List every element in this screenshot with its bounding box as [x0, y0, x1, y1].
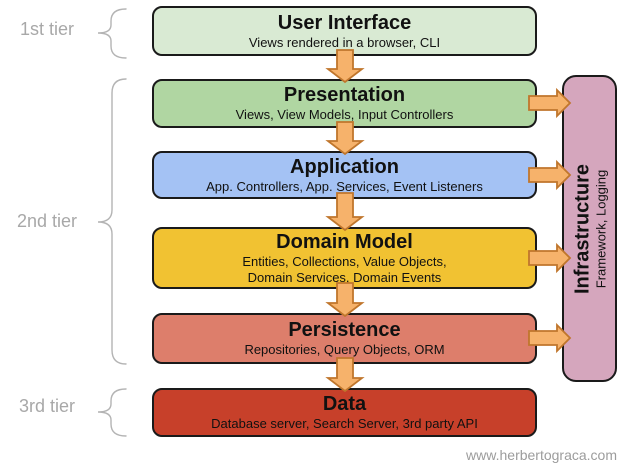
layer-box-persistence: Persistence Repositories, Query Objects,…	[152, 313, 537, 364]
layer-title: Domain Model	[276, 230, 413, 253]
layer-title: Application	[290, 155, 399, 178]
layer-box-presentation: Presentation Views, View Models, Input C…	[152, 79, 537, 128]
layer-subtitle: Repositories, Query Objects, ORM	[244, 342, 445, 357]
layer-subtitle: Domain Services, Domain Events	[247, 269, 442, 285]
infrastructure-box: Infrastructure Framework, Logging	[562, 75, 617, 382]
layer-title: User Interface	[277, 11, 412, 34]
layer-title: Persistence	[288, 319, 401, 341]
layer-box-application: Application App. Controllers, App. Servi…	[152, 151, 537, 199]
layer-box-user-interface: User Interface Views rendered in a brows…	[152, 6, 537, 56]
tier-1-label: 1st tier	[19, 19, 75, 39]
layer-box-domain-model: Domain Model Entities, Collections, Valu…	[152, 227, 537, 289]
layer-subtitle: Database server, Search Server, 3rd part…	[211, 416, 478, 431]
layer-box-data: Data Database server, Search Server, 3rd…	[152, 388, 537, 437]
infrastructure-subtitle: Framework, Logging	[592, 169, 608, 288]
infrastructure-title: Infrastructure	[570, 163, 593, 294]
layer-subtitle: App. Controllers, App. Services, Event L…	[206, 178, 483, 194]
tier-2-brace	[97, 78, 127, 365]
layer-subtitle: Views, View Models, Input Controllers	[235, 107, 454, 122]
tier-3-brace	[97, 388, 127, 437]
layer-title: Data	[322, 393, 367, 415]
watermark-text: www.herbertograca.com	[466, 447, 617, 463]
tier-3-label: 3rd tier	[18, 396, 76, 416]
layer-subtitle: Views rendered in a browser, CLI	[248, 34, 441, 50]
infrastructure-rotated-text: Infrastructure Framework, Logging	[564, 77, 615, 380]
layer-title: Presentation	[283, 84, 406, 106]
layer-subtitle: Entities, Collections, Value Objects,	[242, 253, 447, 269]
tier-1-brace	[97, 8, 127, 59]
tier-2-label: 2nd tier	[16, 211, 78, 231]
